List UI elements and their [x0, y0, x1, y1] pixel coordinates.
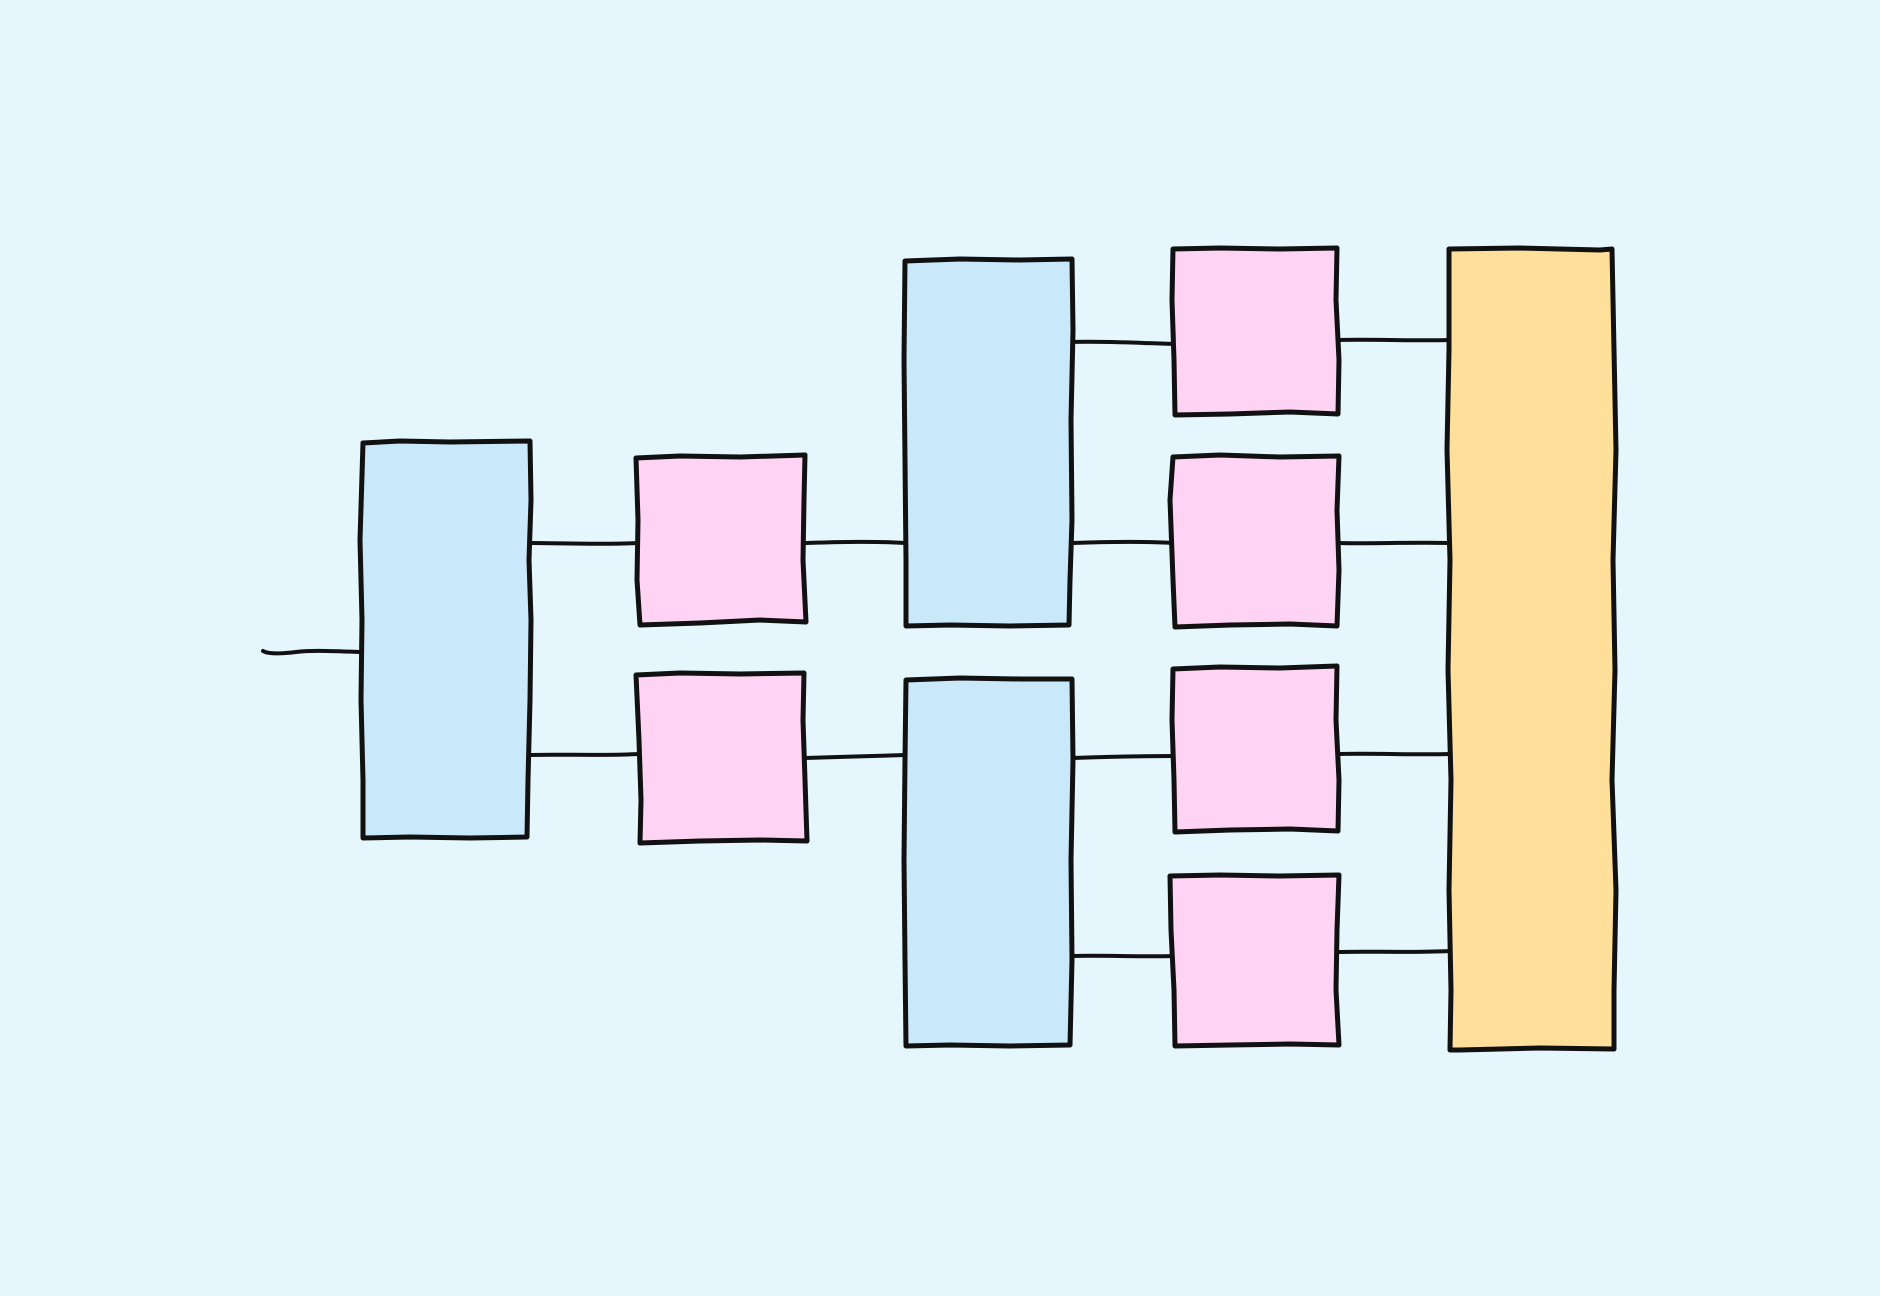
edge-split-root-to-process-lower: [529, 752, 640, 757]
process-lower-node: [633, 670, 810, 846]
edge-input-to-split-root: [261, 648, 364, 656]
edge-split-lower-to-leaf-4: [1071, 953, 1176, 959]
edge-split-upper-to-leaf-2: [1071, 539, 1176, 545]
leaf-4-node: [1167, 872, 1342, 1049]
node-layer: [357, 245, 1619, 1053]
edge-process-lower-to-split-lower: [803, 753, 908, 760]
edge-leaf-4-to-merge: [1337, 949, 1452, 954]
split-lower-node: [901, 675, 1076, 1049]
process-upper-node: [633, 452, 809, 628]
leaf-3-node: [1169, 663, 1342, 835]
edge-split-root-to-process-upper: [529, 541, 640, 546]
split-root-node: [357, 438, 534, 841]
merge-node: [1444, 245, 1619, 1053]
edge-process-upper-to-split-upper: [803, 539, 908, 545]
edge-leaf-3-to-merge: [1337, 751, 1452, 757]
leaf-1-node: [1169, 245, 1342, 418]
edge-split-upper-to-leaf-1: [1071, 339, 1176, 346]
split-upper-node: [901, 256, 1076, 629]
edge-leaf-1-to-merge: [1337, 337, 1452, 343]
edge-leaf-2-to-merge: [1337, 540, 1452, 546]
connector-layer: [261, 337, 1452, 959]
edge-split-lower-to-leaf-3: [1071, 754, 1176, 760]
leaf-2-node: [1167, 452, 1342, 630]
